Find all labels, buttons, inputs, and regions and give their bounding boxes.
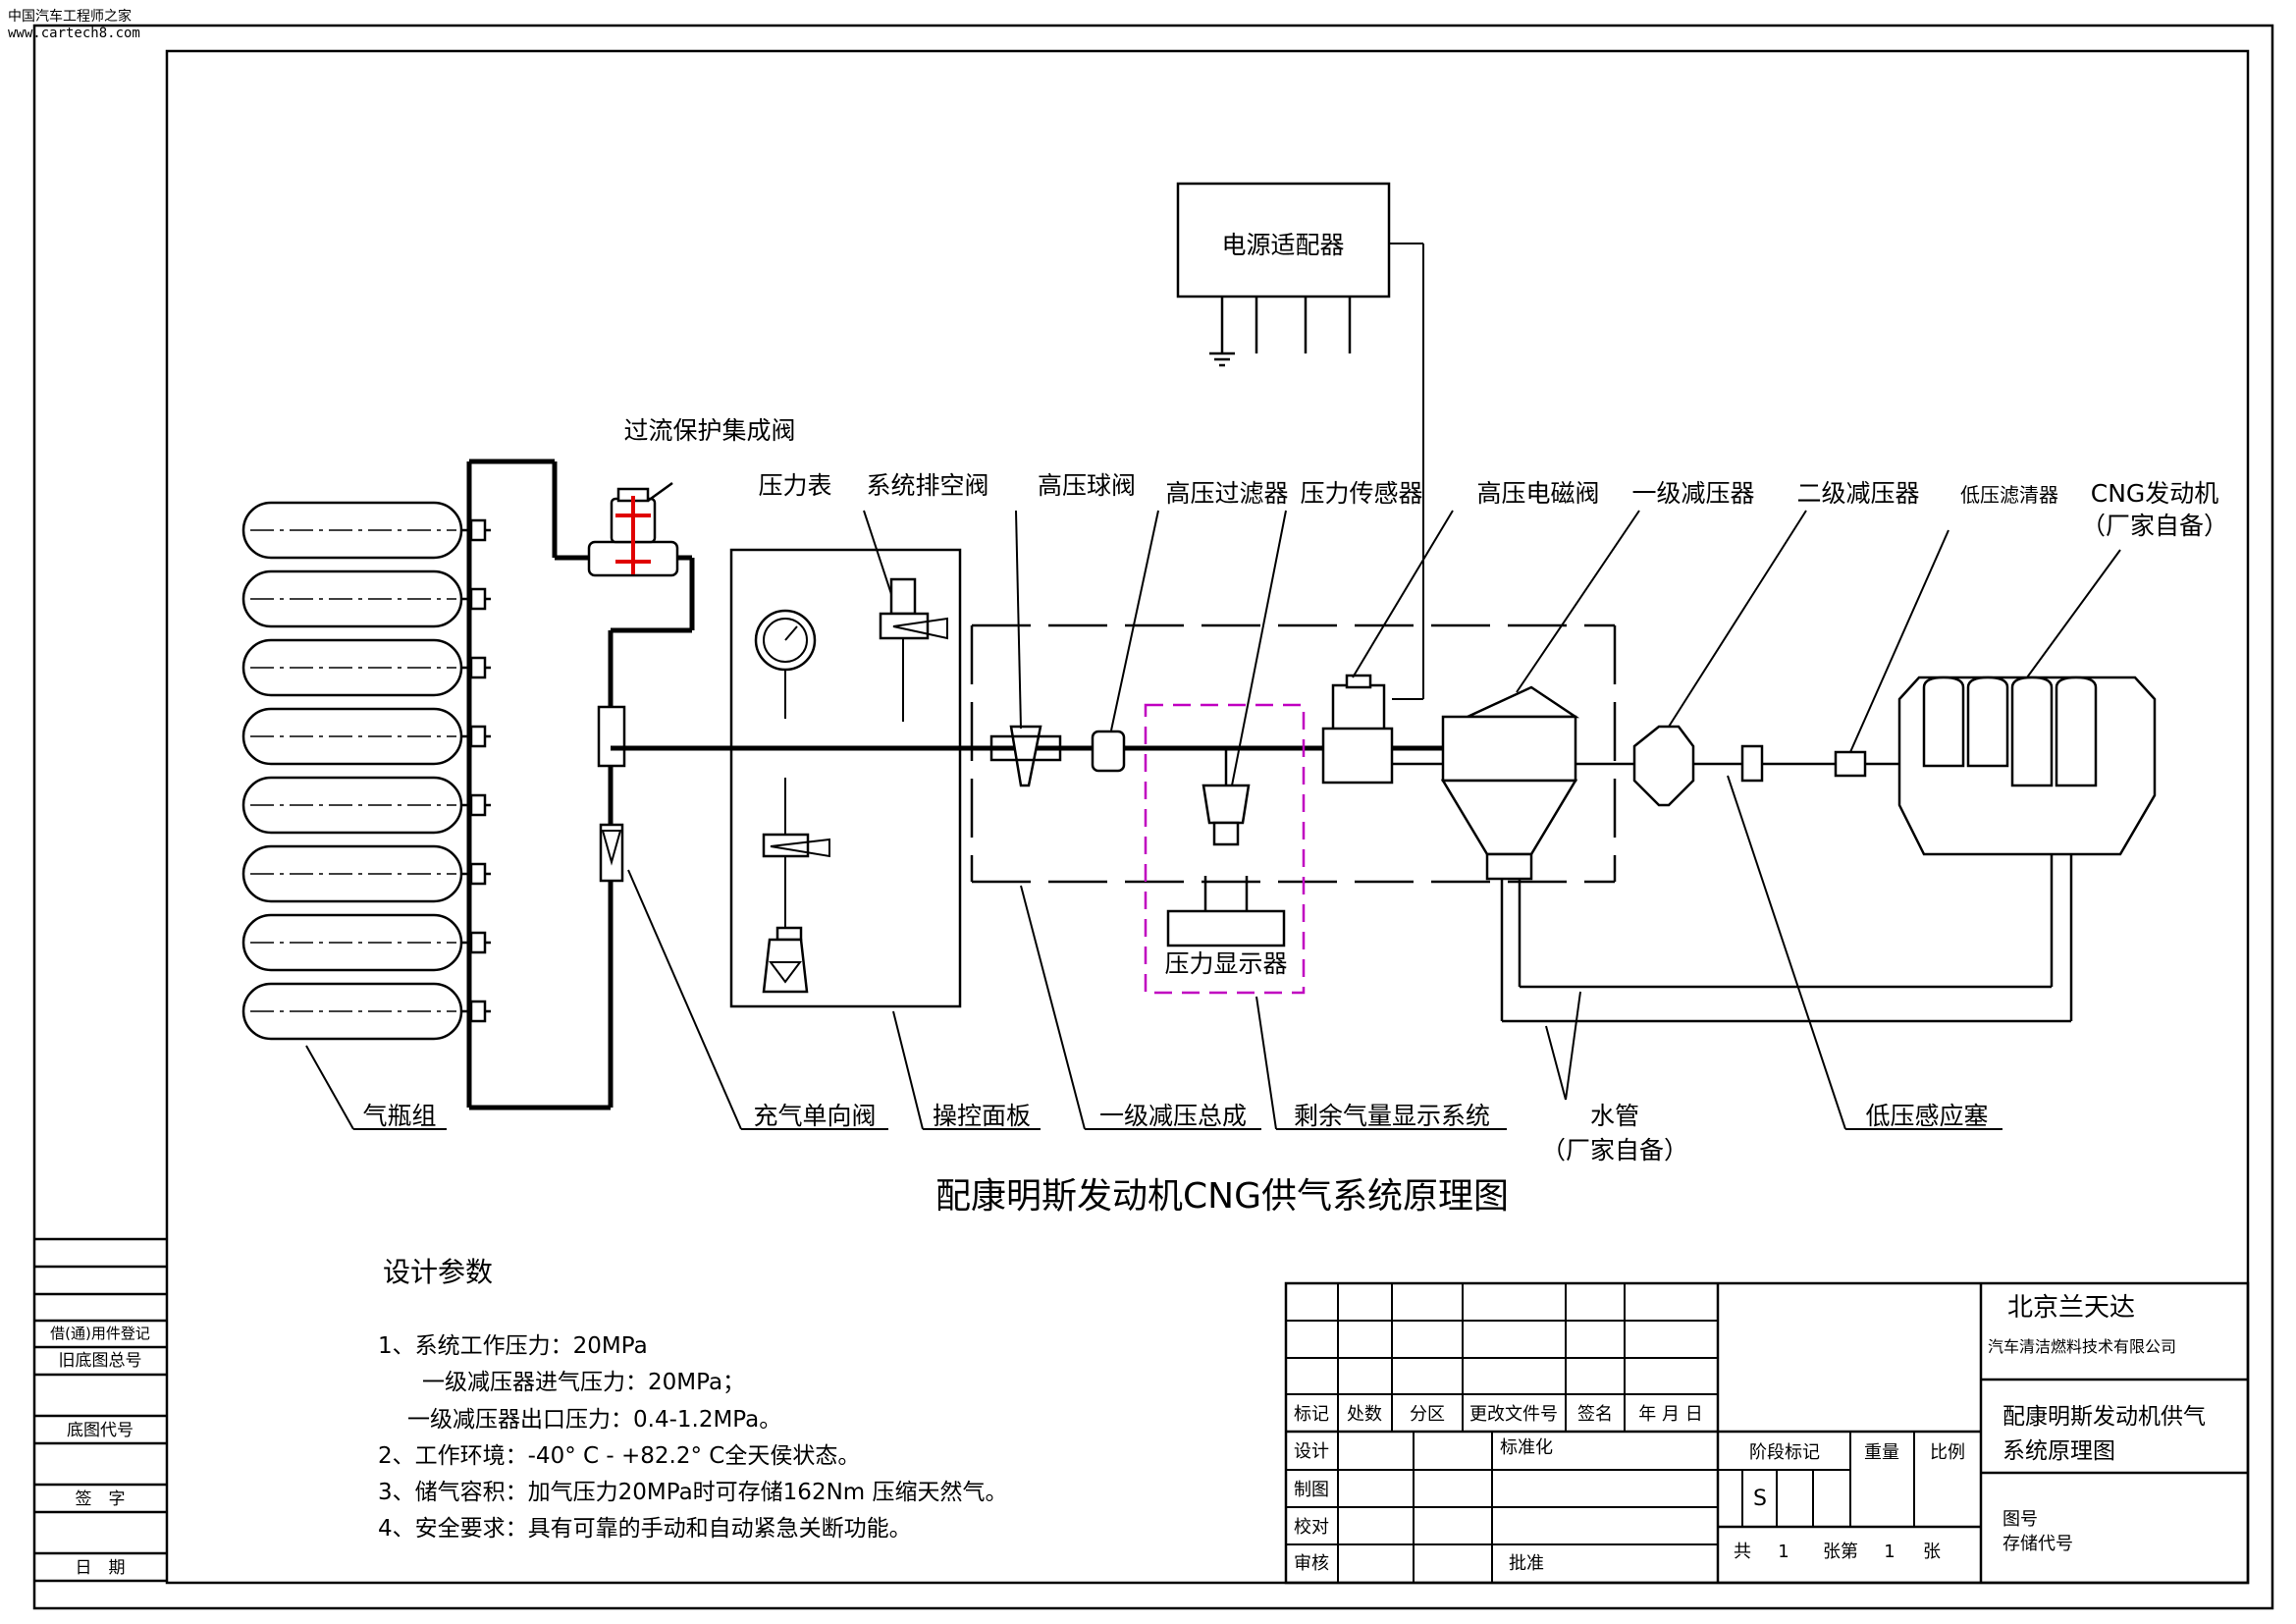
approve-label: 批准 — [1509, 1553, 1544, 1574]
storage-code-label: 存储代号 — [2002, 1534, 2073, 1554]
company-name: 北京兰天达 — [2007, 1293, 2135, 1323]
rev-header: 年 月 日 — [1638, 1404, 1702, 1425]
label-vent-valve: 系统排空阀 — [866, 471, 988, 500]
label-engine: CNG发动机 — [2091, 479, 2219, 508]
ball-valve — [989, 725, 1062, 787]
water-pipe — [1502, 854, 2073, 1023]
hp-filter — [1091, 730, 1126, 773]
left-strip: 借(通)用件登记 旧底图总号 底图代号 签 字 日 期 — [34, 1237, 167, 1583]
second-stage-regulator — [1632, 725, 1764, 807]
cng-engine — [1897, 676, 2157, 856]
label-pressure-display: 压力显示器 — [1164, 949, 1287, 978]
label-control-panel: 操控面板 — [933, 1102, 1031, 1130]
label-gas-display-system: 剩余气量显示系统 — [1294, 1102, 1490, 1130]
label-water-pipe-note: （厂家自备） — [1541, 1136, 1688, 1164]
design-param-line: 2、工作环境：-40° C - +82.2° C全天侯状态。 — [378, 1443, 860, 1469]
draw-label: 制图 — [1294, 1480, 1329, 1500]
watermark-line1: 中国汽车工程师之家 — [8, 9, 132, 25]
design-params: 设计参数 1、系统工作压力：20MPa 一级减压器进气压力：20MPa； 一级减… — [378, 1256, 1008, 1542]
rev-header: 标记 — [1294, 1404, 1329, 1425]
gas-cylinder — [241, 844, 491, 903]
gas-cylinder — [241, 776, 491, 835]
label-water-pipe: 水管 — [1590, 1102, 1639, 1130]
gas-cylinder-bank — [241, 459, 695, 1110]
stage-mark-label: 阶段标记 — [1749, 1442, 1820, 1463]
label-power-adapter: 电源适配器 — [1221, 231, 1344, 259]
sheet-total: 1 — [1778, 1542, 1789, 1562]
design-param-line: 3、储气容积：加气压力20MPa时可存储162Nm 压缩天然气。 — [378, 1480, 1008, 1505]
overflow-protection-valve — [587, 481, 679, 577]
label-engine-note: （厂家自备） — [2081, 512, 2228, 540]
gas-cylinder — [241, 707, 491, 766]
label-check-valve: 充气单向阀 — [753, 1102, 876, 1130]
lp-filter — [1834, 750, 1867, 778]
main-gas-line — [611, 745, 1899, 766]
borrow-label: 借(通)用件登记 — [50, 1325, 150, 1342]
check-valve — [597, 705, 626, 883]
label-pressure-sensor: 压力传感器 — [1300, 479, 1422, 508]
label-lp-sensor: 低压感应塞 — [1865, 1102, 1988, 1130]
signature-label: 签 字 — [76, 1489, 126, 1509]
check-label: 校对 — [1294, 1517, 1329, 1538]
component-labels: 过流保护集成阀 电源适配器 压力表 系统排空阀 高压球阀 高压过滤器 压力传感器… — [362, 231, 2228, 1164]
date-label: 日 期 — [76, 1558, 126, 1578]
label-lp-filter: 低压滤清器 — [1960, 483, 2058, 507]
rev-header: 处数 — [1347, 1404, 1382, 1425]
gas-cylinder — [241, 501, 491, 560]
rev-header: 更改文件号 — [1469, 1404, 1558, 1425]
label-overflow-valve: 过流保护集成阀 — [623, 416, 795, 445]
base-code-label: 底图代号 — [67, 1421, 133, 1440]
rev-header: 签名 — [1577, 1404, 1613, 1425]
regulator-assembly-outline — [970, 623, 1617, 884]
title-block: 标记 处数 分区 更改文件号 签名 年 月 日 设计 制图 校对 审核 标准化 … — [1284, 1281, 2250, 1585]
gas-display-outline — [1144, 703, 1306, 995]
stage-value: S — [1753, 1487, 1767, 1511]
label-pressure-gauge: 压力表 — [758, 471, 831, 500]
design-param-line: 一级减压器进气压力：20MPa； — [422, 1370, 745, 1395]
old-drawing-label: 旧底图总号 — [59, 1351, 142, 1371]
design-param-line: 一级减压器出口压力：0.4-1.2MPa。 — [407, 1407, 781, 1433]
company-subtitle: 汽车清洁燃料技术有限公司 — [1988, 1337, 2176, 1356]
drawing-no-label: 图号 — [2002, 1509, 2038, 1530]
label-ball-valve: 高压球阀 — [1038, 471, 1136, 500]
power-adapter — [1176, 182, 1424, 700]
control-panel — [729, 548, 962, 1008]
design-param-line: 4、安全要求：具有可靠的手动和自动紧急关断功能。 — [378, 1516, 912, 1542]
gas-cylinder — [241, 982, 491, 1041]
first-stage-regulator — [1440, 685, 1580, 1021]
label-regulator-assembly: 一级减压总成 — [1099, 1102, 1247, 1130]
solenoid-valve — [1321, 674, 1394, 785]
sheet-unit: 张第 — [1823, 1542, 1858, 1562]
gas-cylinder — [241, 638, 491, 697]
sheet-no: 1 — [1884, 1542, 1895, 1562]
standardize-label: 标准化 — [1500, 1437, 1553, 1458]
weight-label: 重量 — [1864, 1442, 1899, 1463]
design-label: 设计 — [1294, 1441, 1329, 1462]
label-solenoid-valve: 高压电磁阀 — [1476, 479, 1599, 508]
rev-header: 分区 — [1410, 1404, 1445, 1425]
sheet-total-label: 共 — [1734, 1542, 1751, 1562]
scale-label: 比例 — [1930, 1442, 1965, 1463]
gas-cylinder — [241, 913, 491, 972]
label-hp-filter: 高压过滤器 — [1165, 479, 1288, 508]
label-regulator-1: 一级减压器 — [1631, 479, 1754, 508]
diagram-title: 配康明斯发动机CNG供气系统原理图 — [935, 1176, 1509, 1217]
watermark-line2: www.cartech8.com — [8, 26, 140, 41]
label-regulator-2: 二级减压器 — [1796, 479, 1919, 508]
gas-cylinder — [241, 569, 491, 628]
sheet-unit2: 张 — [1923, 1542, 1941, 1562]
label-cylinders: 气瓶组 — [362, 1102, 436, 1130]
drawing-frame — [32, 24, 2274, 1610]
design-param-line: 1、系统工作压力：20MPa — [378, 1333, 648, 1359]
drawing-name-2: 系统原理图 — [2002, 1438, 2115, 1464]
leader-lines — [305, 510, 2121, 1130]
design-params-heading: 设计参数 — [383, 1256, 493, 1288]
drawing-name-1: 配康明斯发动机供气 — [2002, 1404, 2206, 1430]
review-label: 审核 — [1294, 1553, 1329, 1574]
